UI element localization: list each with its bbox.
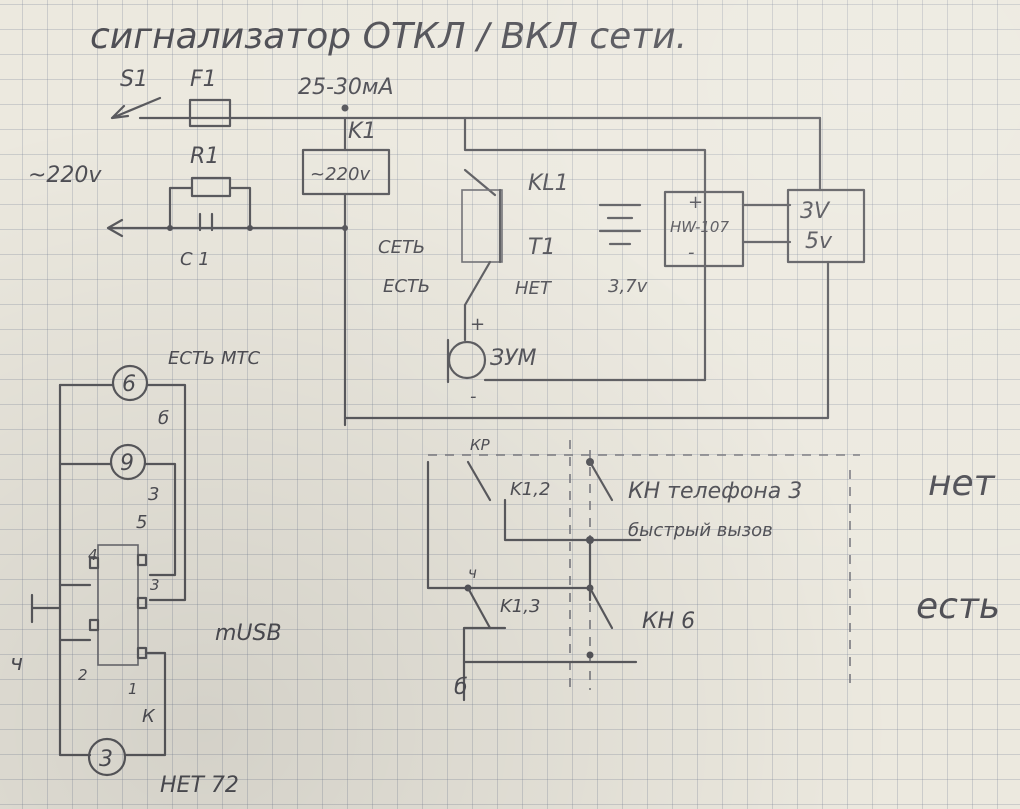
label-battery-voltage: 3,7v	[608, 276, 648, 297]
junction-dot	[586, 536, 594, 544]
musb-pin	[136, 553, 148, 567]
musb-pin	[88, 618, 100, 632]
label-kp: КР	[470, 436, 491, 454]
label-z: ч	[10, 651, 23, 676]
label-minus: -	[688, 242, 695, 263]
junction-dot	[342, 225, 348, 231]
musb-pin	[136, 596, 148, 610]
label-k1: K1	[348, 119, 376, 144]
ground-symbol	[30, 593, 62, 624]
wire-key-9	[58, 462, 177, 577]
module-hw107	[663, 190, 745, 268]
label-k1-coil: ~220v	[310, 164, 370, 185]
diagram-title: сигнализатор ОТКЛ / ВКЛ сети.	[90, 16, 687, 57]
label-k12: K1,2	[510, 479, 550, 500]
label-current: 25-30мА	[298, 75, 394, 100]
contact-k12	[466, 460, 492, 502]
label-s1: S1	[120, 67, 148, 92]
junction-dot	[167, 225, 173, 231]
capacitor-c1	[198, 212, 214, 232]
label-mains-voltage: ~220v	[28, 163, 102, 188]
label-k: К	[142, 706, 156, 727]
label-b: б	[158, 408, 169, 429]
label-k13: K1,3	[500, 596, 540, 617]
label-b-bottom: б	[454, 675, 468, 700]
output-3v-5v-box	[786, 188, 866, 264]
phone-key-switch	[588, 460, 614, 502]
fuse-f1	[188, 98, 232, 128]
relay-t1-body	[461, 189, 503, 263]
label-pin-2: 2	[78, 666, 88, 684]
contact-k13	[466, 586, 492, 630]
wire-key-3	[123, 651, 167, 757]
junction-dot	[586, 651, 594, 659]
label-key-9: 9	[120, 451, 134, 476]
label-est-right: есть	[916, 586, 1000, 627]
label-buzzer-minus: -	[470, 386, 477, 407]
wire-hw107-out	[741, 203, 792, 244]
label-t1: T1	[528, 235, 555, 260]
junction-dot	[247, 225, 253, 231]
label-buzzer-plus: +	[470, 314, 485, 335]
label-net: НЕТ	[515, 278, 553, 299]
label-key-6: 6	[122, 372, 136, 397]
label-key-3: 3	[99, 747, 113, 772]
key-6-circle	[111, 364, 149, 402]
label-pin-1: 1	[128, 680, 138, 698]
wire-r1	[168, 186, 252, 230]
label-kl1: KL1	[528, 171, 569, 196]
musb-pin	[88, 556, 100, 570]
key-9-circle	[109, 443, 147, 481]
musb-pin	[136, 646, 148, 660]
label-musb: mUSB	[215, 621, 282, 646]
wire-mains-return	[106, 218, 347, 238]
kl1-contact	[463, 168, 497, 197]
label-5v: 5v	[805, 229, 833, 254]
label-phone-key: КН телефона 3	[628, 479, 802, 504]
label-net-72: НЕТ 72	[160, 773, 239, 798]
label-f1: F1	[190, 67, 217, 92]
wire-key-6	[58, 383, 187, 602]
wire-k13	[462, 626, 507, 702]
label-pin-4: 4	[88, 546, 98, 564]
wire-left-rail	[58, 383, 92, 757]
junction-dot	[341, 104, 349, 112]
label-z3: 3	[148, 484, 159, 505]
wire-musb-left	[58, 583, 92, 642]
label-est: ЕСТЬ	[383, 276, 430, 297]
label-quick-call: быстрый вызов	[628, 520, 773, 541]
label-est-mts: ЕСТЬ МТС	[168, 348, 261, 369]
label-set: СЕТЬ	[378, 237, 425, 258]
key-6-switch	[588, 586, 614, 630]
label-pin-3: 3	[150, 576, 160, 594]
label-s5: 5	[136, 512, 147, 533]
label-key-6-switch: КН 6	[642, 609, 695, 634]
label-plus: +	[688, 192, 703, 213]
label-z-lower: ч	[468, 564, 477, 582]
resistor-r1	[190, 176, 232, 198]
t1-switch-contact	[463, 260, 492, 307]
battery-symbol	[598, 203, 642, 246]
label-r1: R1	[190, 144, 219, 169]
label-net-right: нет	[928, 463, 996, 504]
wire-k12-out	[503, 498, 642, 542]
label-c1: C 1	[180, 249, 210, 270]
s1-arrow	[110, 96, 162, 120]
buzzer-symbol	[447, 340, 487, 380]
wire-right-loop	[343, 260, 830, 420]
label-buzzer: ЗУМ	[490, 346, 537, 371]
label-3v: 3V	[800, 199, 831, 224]
wire-k12-loop	[426, 460, 592, 590]
key-3-circle	[87, 737, 127, 777]
musb-connector	[97, 544, 139, 666]
label-hw107: HW-107	[670, 218, 729, 236]
